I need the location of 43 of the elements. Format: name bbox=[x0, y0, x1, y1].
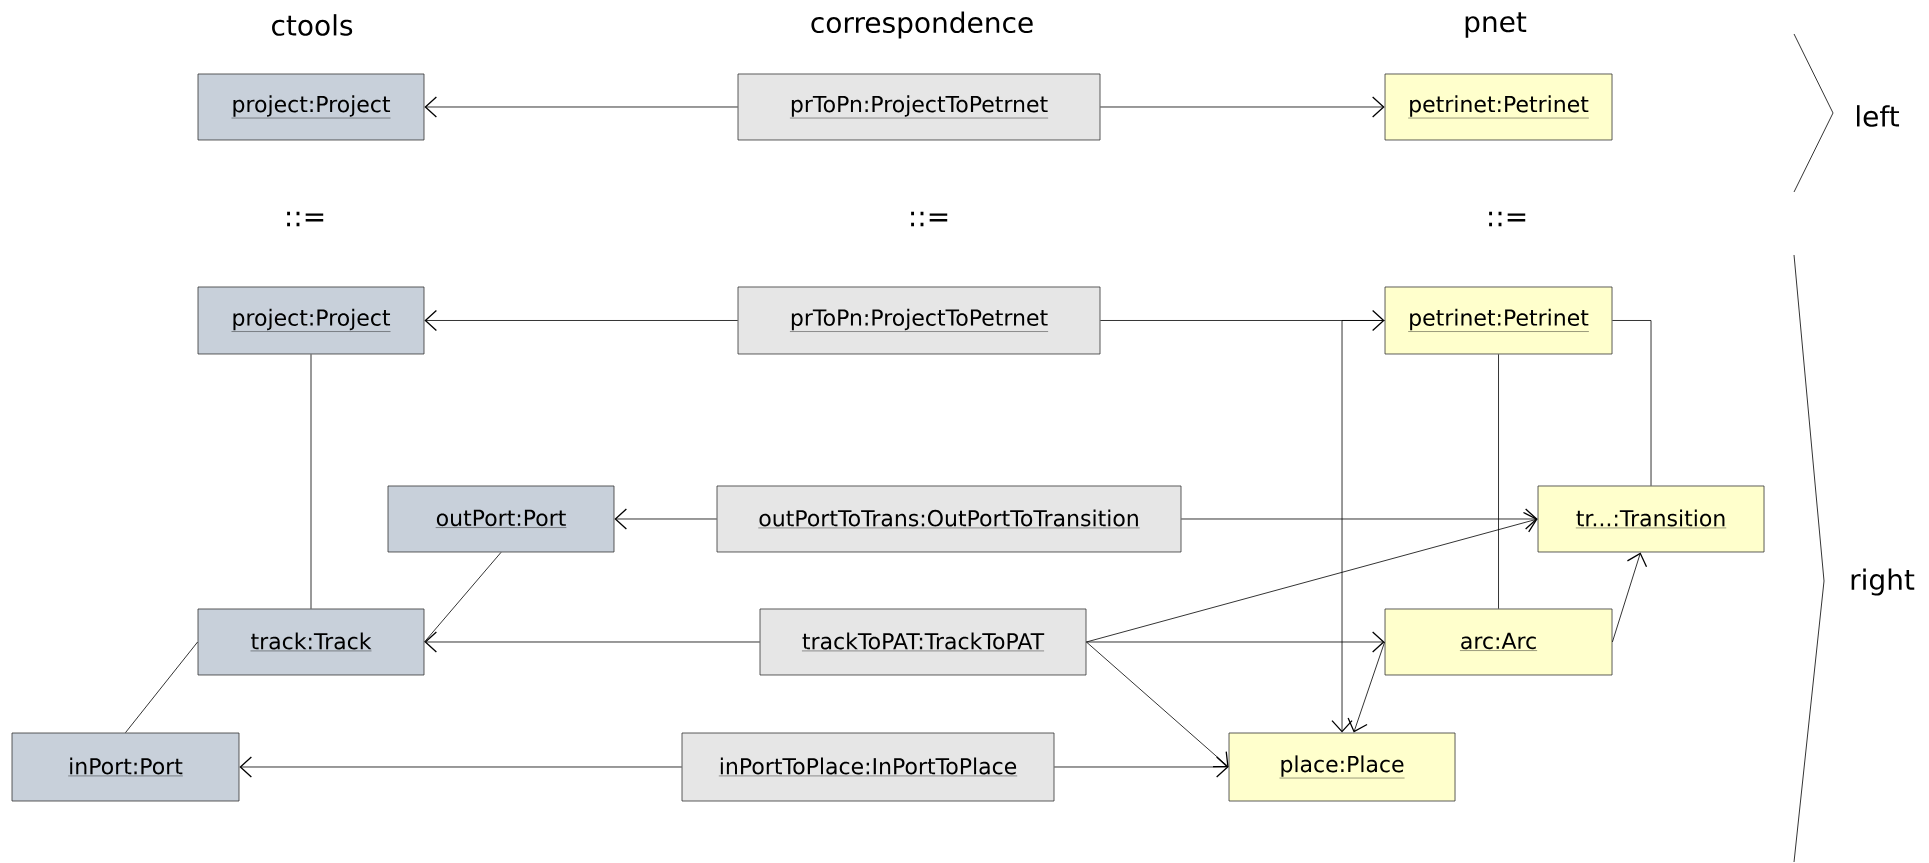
object-box: prToPn:ProjectToPetrnet bbox=[737, 73, 1101, 141]
connector bbox=[1100, 309, 1385, 332]
object-box: place:Place bbox=[1228, 732, 1456, 802]
connector bbox=[125, 641, 198, 733]
object-box: trackToPAT:TrackToPAT bbox=[759, 608, 1087, 676]
connector bbox=[1086, 641, 1229, 768]
connector bbox=[1086, 631, 1385, 653]
connector bbox=[310, 354, 312, 609]
connector bbox=[424, 309, 738, 332]
connector bbox=[1331, 320, 1385, 733]
production-operator: ::= bbox=[287, 211, 324, 227]
object-box: inPortToPlace:InPortToPlace bbox=[681, 732, 1055, 802]
production-operator: ::= bbox=[1489, 211, 1526, 227]
column-heading: pnet bbox=[1465, 12, 1527, 38]
object-box: arc:Arc bbox=[1384, 608, 1613, 676]
side-label: right bbox=[1851, 568, 1915, 596]
object-box: project:Project bbox=[197, 73, 425, 141]
column-heading: ctools bbox=[272, 14, 353, 36]
object-box: project:Project bbox=[197, 286, 425, 355]
connector bbox=[1100, 96, 1385, 118]
connector bbox=[424, 96, 738, 118]
connector bbox=[424, 631, 760, 653]
connector bbox=[1612, 320, 1652, 486]
connector bbox=[1612, 552, 1648, 643]
connector bbox=[424, 552, 502, 643]
connector bbox=[1498, 354, 1499, 609]
object-box: outPort:Port bbox=[387, 485, 615, 553]
column-heading: correspondence bbox=[811, 11, 1033, 39]
connector bbox=[614, 508, 717, 530]
object-box: outPortToTrans:OutPortToTransition bbox=[716, 485, 1182, 553]
production-operator: ::= bbox=[911, 211, 948, 227]
object-box: track:Track bbox=[197, 608, 425, 676]
connector bbox=[1181, 508, 1538, 530]
side-label: left bbox=[1857, 105, 1900, 127]
object-box: inPort:Port bbox=[11, 732, 240, 802]
object-box: prToPn:ProjectToPetrnet bbox=[737, 286, 1101, 355]
object-box: petrinet:Petrinet bbox=[1384, 73, 1613, 141]
object-box: petrinet:Petrinet bbox=[1384, 286, 1613, 355]
connector bbox=[239, 756, 682, 778]
connector bbox=[1054, 756, 1229, 778]
connector bbox=[1086, 511, 1538, 643]
connector bbox=[1347, 641, 1385, 733]
object-box: tr...:Transition bbox=[1537, 485, 1765, 553]
